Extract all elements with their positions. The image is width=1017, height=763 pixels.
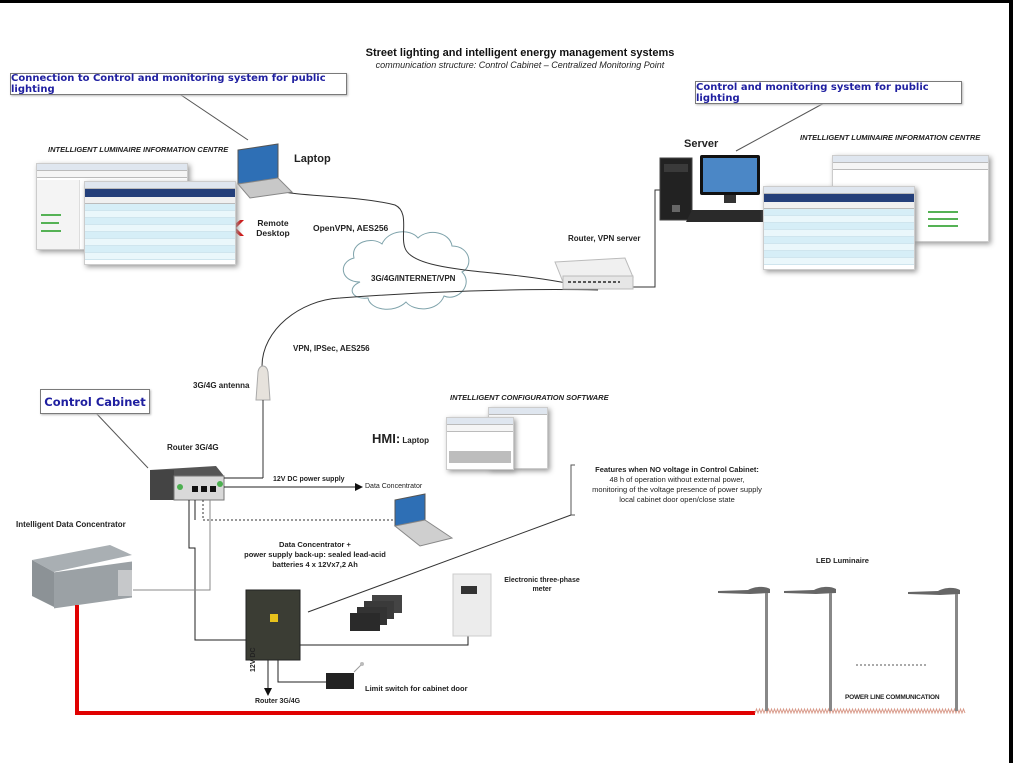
router-concentrator-line — [133, 500, 211, 591]
label-plc: POWER LINE COMMUNICATION — [845, 694, 940, 701]
label-meter-line2: meter — [532, 586, 552, 593]
label-hmi: HMI: Laptop — [372, 431, 429, 446]
label-vpn-ipsec: VPN, IPSec, AES256 — [293, 344, 370, 353]
title-subtitle: communication structure: Control Cabinet… — [375, 60, 665, 70]
label-router-3g4g: Router 3G/4G — [167, 443, 219, 452]
info-centre-screen-front-right — [763, 186, 915, 270]
backup-concentrator-icon — [245, 589, 301, 661]
label-led-luminaire: LED Luminaire — [816, 556, 869, 565]
limit-switch-line — [277, 660, 330, 683]
plc-wave — [754, 707, 966, 715]
label-12v-dc: 12V DC — [250, 647, 257, 672]
label-dc-backup-line3: batteries 4 x 12Vx7,2 Ah — [272, 560, 358, 569]
label-hmi-laptop: Laptop — [400, 436, 430, 445]
batteries-icon — [350, 595, 402, 631]
label-features: Features when NO voltage in Control Cabi… — [577, 465, 777, 505]
diagram-title: Street lighting and intelligent energy m… — [330, 47, 710, 70]
label-dc-backup-line1: Data Concentrator + — [279, 540, 351, 549]
label-power-supply: 12V DC power supply — [273, 476, 345, 483]
callout-leader-connection — [177, 92, 249, 141]
internet-cloud-icon — [343, 231, 470, 310]
power-arrow-icon — [355, 483, 363, 491]
label-dc-backup: Data Concentrator + power supply back-up… — [240, 540, 390, 570]
hmi-laptop-icon — [393, 493, 454, 547]
label-openvpn: OpenVPN, AES256 — [313, 223, 389, 233]
concentrator-meter-line — [300, 630, 469, 646]
luminaire-2 — [784, 586, 836, 711]
openvpn-link — [284, 191, 599, 291]
title-main: Street lighting and intelligent energy m… — [365, 47, 675, 59]
callout-leader-monitoring — [735, 101, 827, 152]
ipsec-link — [261, 288, 599, 367]
callout-leader-cabinet — [94, 411, 149, 469]
label-meter-line1: Electronic three-phase — [504, 577, 580, 584]
server-icon — [659, 155, 776, 222]
label-features-line3: local cabinet door open/close state — [619, 495, 735, 504]
features-leader — [307, 514, 572, 613]
label-data-concentrator-arrow: Data Concentrator — [365, 483, 423, 490]
label-features-heading: Features when NO voltage in Control Cabi… — [595, 465, 759, 474]
features-bracket — [570, 464, 575, 516]
callout-control-monitoring: Control and monitoring system for public… — [695, 81, 962, 104]
label-antenna: 3G/4G antenna — [193, 381, 250, 390]
label-intelligent-data-concentrator: Intelligent Data Concentrator — [16, 520, 126, 529]
config-software-screen-front — [446, 417, 514, 470]
label-server: Server — [684, 138, 719, 150]
label-features-line2: monitoring of the voltage presence of po… — [592, 485, 762, 494]
luminaire-1 — [718, 586, 770, 711]
label-limit-switch: Limit switch for cabinet door — [365, 684, 468, 693]
power-line-cable — [75, 605, 755, 715]
label-dc-backup-line2: power supply back-up: sealed lead-acid — [244, 550, 386, 559]
label-laptop: Laptop — [294, 153, 331, 165]
router-3g4g-icon — [150, 466, 225, 501]
vpn-router-icon — [554, 257, 634, 290]
dc-output-arrow-icon — [264, 688, 272, 696]
label-config-software: INTELLIGENT CONFIGURATION SOFTWARE — [450, 393, 609, 402]
laptop-icon — [237, 143, 294, 199]
luminaire-3 — [908, 587, 960, 711]
callout-connection: Connection to Control and monitoring sys… — [10, 73, 347, 95]
label-router-bottom: Router 3G/4G — [255, 698, 301, 705]
label-cloud: 3G/4G/INTERNET/VPN — [371, 274, 456, 283]
label-remote-desktop: Remote Desktop — [253, 218, 293, 238]
label-hmi-bold: HMI: — [372, 431, 401, 446]
intelligent-data-concentrator-icon — [32, 545, 132, 609]
three-phase-meter-icon — [452, 573, 492, 637]
callout-control-cabinet: Control Cabinet — [40, 389, 150, 414]
label-info-centre-left: INTELLIGENT LUMINAIRE INFORMATION CENTRE — [48, 145, 229, 154]
router-hmi-dotted — [202, 500, 395, 521]
antenna-icon — [255, 365, 271, 478]
label-router-vpn: Router, VPN server — [568, 234, 641, 243]
info-centre-screen-front-left — [84, 181, 236, 265]
router-dc-line-a — [188, 500, 248, 641]
label-features-line1: 48 h of operation without external power… — [609, 475, 745, 484]
label-desktop: Desktop — [256, 228, 290, 238]
label-remote: Remote — [257, 218, 289, 228]
label-info-centre-right: INTELLIGENT LUMINAIRE INFORMATION CENTRE — [800, 133, 981, 142]
limit-switch-icon — [326, 662, 364, 689]
label-meter: Electronic three-phase meter — [502, 576, 582, 594]
